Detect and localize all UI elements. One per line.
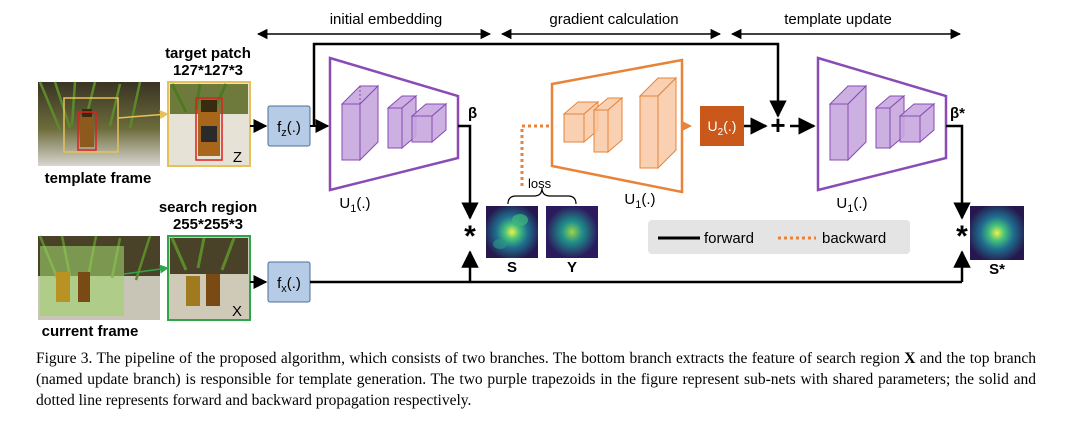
svg-text:U1(.): U1(.) <box>836 195 867 215</box>
section-headers: initial embedding gradient calculation t… <box>256 11 962 40</box>
current-frame-image <box>38 235 160 320</box>
u1-right-subnet <box>816 56 948 192</box>
current-frame-label: current frame <box>42 323 139 340</box>
u2-suffix: (.) <box>723 118 736 134</box>
u2-box: U2(.) <box>700 106 744 146</box>
svg-text:fz(.): fz(.) <box>277 119 301 139</box>
fz-sub: z <box>281 127 287 139</box>
target-patch-image <box>167 81 251 167</box>
fx-base: f <box>277 275 282 292</box>
u2-sub: 2 <box>718 127 724 138</box>
svg-text:U1(.): U1(.) <box>624 191 655 211</box>
target-red-box <box>195 97 223 161</box>
search-region-title: search region <box>159 199 257 216</box>
fz-suffix: (.) <box>287 119 301 136</box>
template-frame-image <box>38 81 160 166</box>
target-patch-letter: Z <box>233 149 242 166</box>
u2-base: U <box>708 118 718 134</box>
beta-star-label: β* <box>950 105 965 122</box>
section-gradient-calculation: gradient calculation <box>549 11 678 28</box>
feature-extractor-x: fx(.) <box>267 261 311 303</box>
response-map-s <box>486 206 538 258</box>
response-map-s-star <box>970 206 1024 260</box>
svg-text:U1(.): U1(.) <box>339 195 370 215</box>
figure-caption: Figure 3. The pipeline of the proposed a… <box>36 348 1036 411</box>
loss-brace <box>507 187 577 205</box>
s-label: S <box>507 259 517 276</box>
skip-connection-line <box>312 42 787 126</box>
caption-suffix: and the top branch (named update branch)… <box>36 350 1037 409</box>
u1-right-suffix: (.) <box>853 195 867 212</box>
fz-base: f <box>277 119 282 136</box>
svg-text:fx(.): fx(.) <box>277 275 301 295</box>
target-patch-title: target patch <box>165 45 251 62</box>
loss-label: loss <box>528 176 552 191</box>
beta-to-correlation-line <box>458 124 479 220</box>
beta-star-to-correlation-line <box>946 124 971 220</box>
u1-grad-suffix: (.) <box>641 191 655 208</box>
section-template-update: template update <box>784 11 892 28</box>
backward-path <box>520 115 693 186</box>
target-patch-size: 127*127*3 <box>173 62 243 79</box>
label-map-y <box>546 206 598 258</box>
template-red-box <box>77 111 97 151</box>
template-yellow-box <box>63 97 119 153</box>
feature-extractor-z: fz(.) <box>267 105 311 147</box>
template-frame-label: template frame <box>45 170 152 187</box>
u1-right-sub: 1 <box>847 203 853 215</box>
plus-op: + <box>770 110 785 140</box>
search-region-image <box>167 235 251 321</box>
correlation-op-right: * <box>956 220 968 253</box>
s-star-label: S* <box>989 261 1005 278</box>
caption-prefix: Figure 3. The pipeline of the proposed a… <box>36 350 905 367</box>
correlation-op-left: * <box>464 220 476 253</box>
legend: forward backward <box>648 220 910 254</box>
fx-suffix: (.) <box>287 275 301 292</box>
search-region-letter: X <box>232 303 242 320</box>
u1-right-base: U <box>836 195 847 212</box>
u1-left-subnet <box>328 56 460 192</box>
u1-grad-base: U <box>624 191 635 208</box>
u1-left-sub: 1 <box>350 203 356 215</box>
template-crop-arrow <box>117 110 169 120</box>
u1-left-suffix: (.) <box>356 195 370 212</box>
u1-grad-sub: 1 <box>635 199 641 211</box>
caption-bold-x: X <box>904 350 916 367</box>
u1-gradient-subnet <box>550 58 684 194</box>
beta-label: β <box>468 105 477 122</box>
fx-sub: x <box>281 283 287 295</box>
y-label: Y <box>567 259 577 276</box>
svg-text:U2(.): U2(.) <box>708 118 737 138</box>
legend-forward-label: forward <box>704 230 754 247</box>
u1-left-base: U <box>339 195 350 212</box>
legend-backward-label: backward <box>822 230 886 247</box>
section-initial-embedding: initial embedding <box>330 11 443 28</box>
search-region-size: 255*255*3 <box>173 216 243 233</box>
pipeline-diagram: initial embedding gradient calculation t… <box>38 11 1024 340</box>
search-crop-arrow <box>123 264 169 275</box>
